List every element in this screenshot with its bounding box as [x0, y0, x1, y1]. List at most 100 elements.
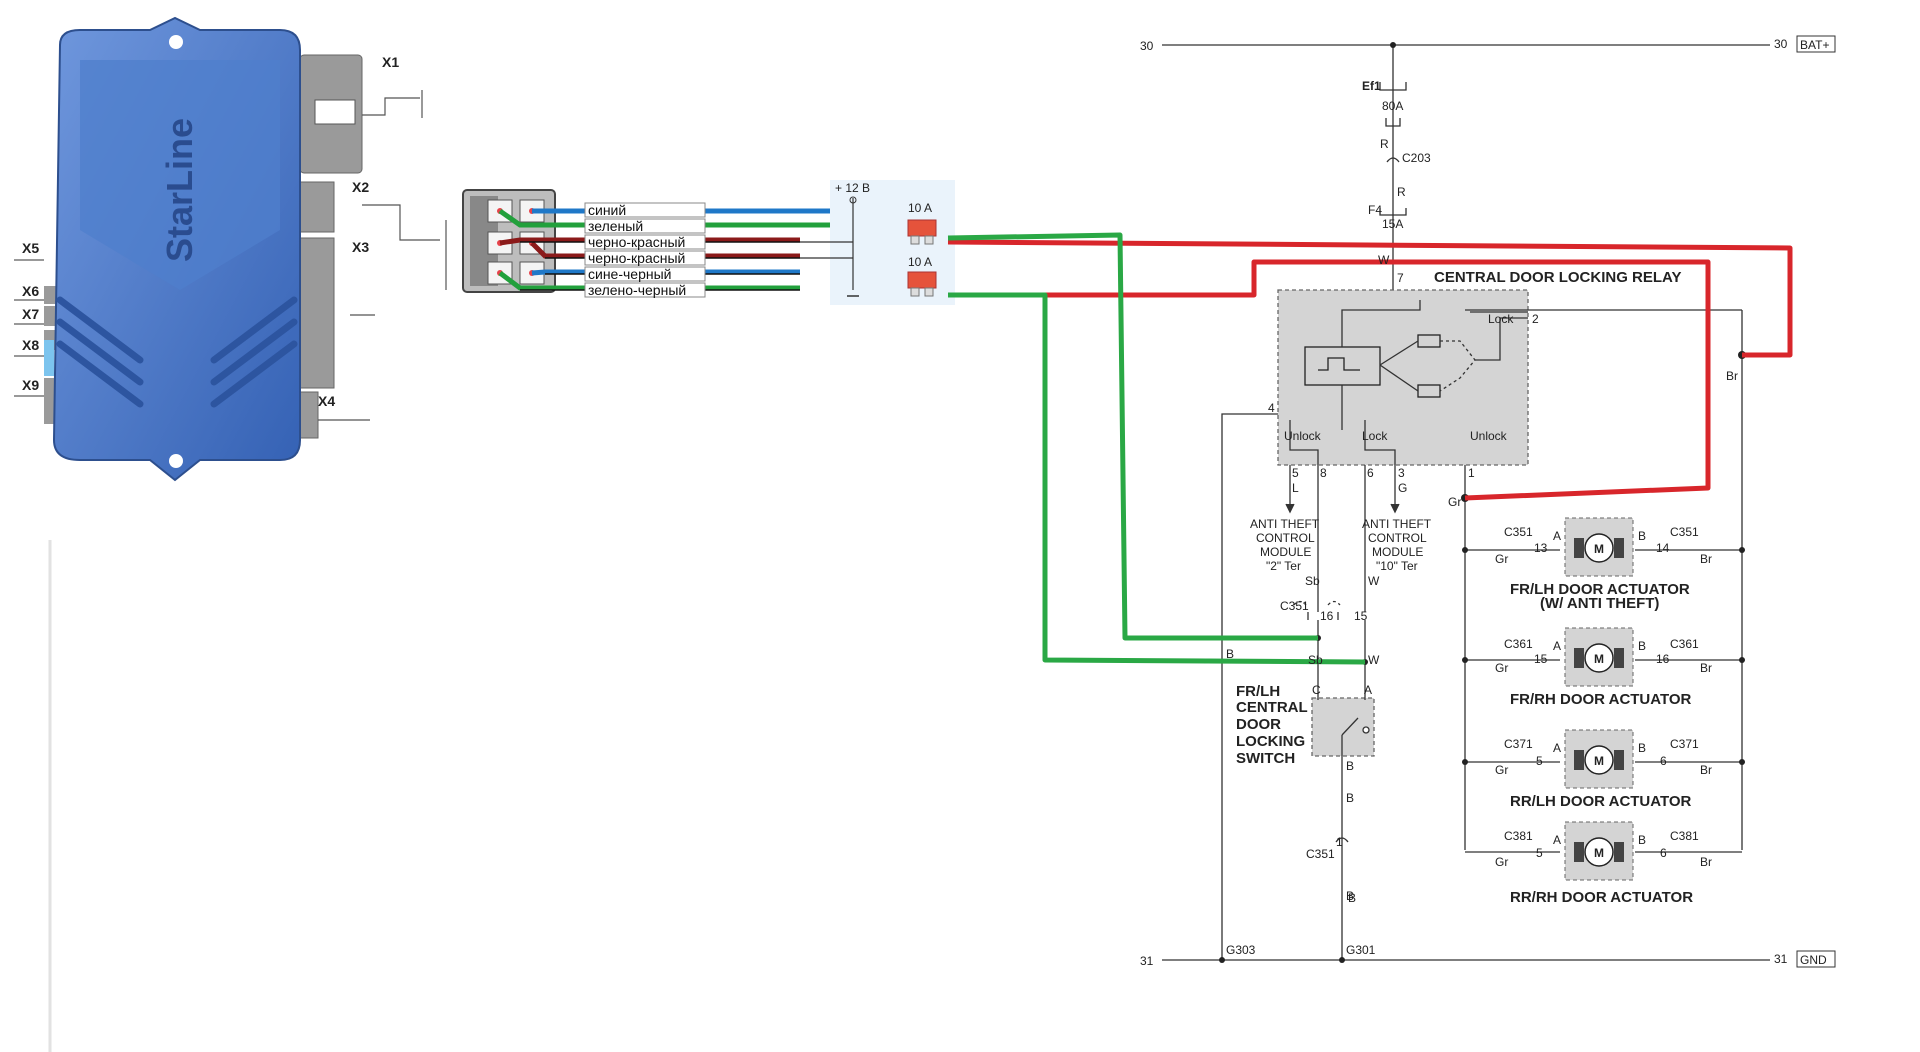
switch-line-5: SWITCH — [1236, 750, 1295, 767]
act2-gr: Gr — [1495, 661, 1508, 675]
act2-b: B — [1638, 639, 1646, 653]
ground-g301: G301 — [1346, 943, 1376, 957]
fuse-f4-name: F4 — [1368, 203, 1382, 217]
rail-bottom-left: 31 — [1140, 954, 1154, 968]
wire-black-red-1 — [499, 237, 800, 246]
switch-pin-b: B — [1346, 759, 1354, 773]
connector-x6-label: X6 — [22, 283, 39, 299]
act1-br: Br — [1700, 552, 1712, 566]
connector-x8-label: X8 — [22, 337, 39, 353]
switch-pin-a: A — [1364, 683, 1372, 697]
starline-unit: StarLine X1 X2 X3 X4 X5 X6 X7 X8 X9 — [14, 16, 447, 1052]
wire-label-6: зелено-черный — [588, 282, 686, 298]
relay-lock-mid: Lock — [1362, 429, 1388, 443]
anti-theft-left-2: CONTROL — [1256, 531, 1315, 545]
act3-a: A — [1553, 741, 1561, 755]
relay-pin-3: 3 — [1398, 466, 1405, 480]
act1-b: B — [1638, 529, 1646, 543]
switch-line-3: DOOR — [1236, 716, 1281, 733]
red-wire-lock — [947, 239, 1793, 358]
fuse-block: + 12 В 10 A 10 A — [800, 180, 955, 305]
harness-labels: синий зеленый черно-красный черно-красны… — [584, 202, 706, 298]
relay-unlock-left: Unlock — [1284, 429, 1322, 443]
act1-pin-l: 13 — [1534, 541, 1548, 555]
supply-label: + 12 В — [835, 181, 870, 195]
act2-br: Br — [1700, 661, 1712, 675]
relay-pin-1: 1 — [1468, 466, 1475, 480]
act4-conn-l: C381 — [1504, 829, 1533, 843]
actuator-1 — [1564, 517, 1634, 577]
act3-gr: Gr — [1495, 763, 1508, 777]
conn-c203: C203 — [1402, 151, 1431, 165]
act1-conn-r: C351 — [1670, 525, 1699, 539]
act4-gr: Gr — [1495, 855, 1508, 869]
junction-dots — [1219, 42, 1746, 963]
switch-pin-c: C — [1312, 683, 1321, 697]
relay-pin-left: 4 — [1268, 401, 1275, 415]
wire-label-4: черно-красный — [588, 250, 685, 266]
wire-label-5: сине-черный — [588, 266, 671, 282]
act2-a: A — [1553, 639, 1561, 653]
act4-conn-r: C381 — [1670, 829, 1699, 843]
fuse-1-icon — [907, 219, 937, 245]
actuator-4 — [1564, 821, 1634, 881]
act2-m: M — [1594, 652, 1604, 666]
relay-lock-label: Lock — [1488, 312, 1514, 326]
wire-label-1: синий — [588, 202, 626, 218]
act4-a: A — [1553, 833, 1561, 847]
green-wire-1 — [947, 232, 1318, 641]
relay-unlock-right: Unlock — [1470, 429, 1508, 443]
door-switch — [1311, 697, 1375, 757]
act2-pin-r: 16 — [1656, 652, 1670, 666]
act3-pin-r: 6 — [1660, 754, 1667, 768]
act4-title: RR/RH DOOR ACTUATOR — [1510, 889, 1693, 906]
act3-title: RR/LH DOOR ACTUATOR — [1510, 793, 1692, 810]
connector-x9-label: X9 — [22, 377, 39, 393]
act2-title: FR/RH DOOR ACTUATOR — [1510, 691, 1692, 708]
act2-conn-r: C361 — [1670, 637, 1699, 651]
act4-m: M — [1594, 846, 1604, 860]
wire-b-left: B — [1226, 647, 1234, 661]
wire-l: L — [1292, 481, 1299, 495]
anti-theft-right-3: MODULE — [1372, 545, 1423, 559]
fuse-f4-rating: 15A — [1382, 217, 1403, 231]
wire-b3: B — [1346, 889, 1354, 903]
wire-r2: R — [1397, 185, 1406, 199]
fuse-ef1-name: Ef1 — [1362, 79, 1381, 93]
relay-box — [1277, 289, 1529, 466]
act4-pin-l: 5 — [1536, 846, 1543, 860]
act3-b: B — [1638, 741, 1646, 755]
act4-b: B — [1638, 833, 1646, 847]
rail-top-right: 30 — [1774, 37, 1788, 51]
act3-br: Br — [1700, 763, 1712, 777]
connector-x4-label: X4 — [318, 393, 335, 409]
conn-c351-lower-name: C351 — [1306, 847, 1335, 861]
rail-bottom-tag: GND — [1800, 953, 1827, 967]
conn-c351-name: C351 — [1280, 599, 1309, 613]
fuse-1-label: 10 A — [908, 201, 932, 215]
wire-label-2: зеленый — [588, 218, 643, 234]
wire-r1: R — [1380, 137, 1389, 151]
wire-b2: B — [1346, 791, 1354, 805]
act2-conn-l: C361 — [1504, 637, 1533, 651]
relay-lock-pin: 2 — [1532, 312, 1539, 326]
wire-blue-black — [531, 269, 800, 276]
act3-pin-l: 5 — [1536, 754, 1543, 768]
wire-label-3: черно-красный — [588, 234, 685, 250]
act1-subtitle: (W/ ANTI THEFT) — [1540, 595, 1659, 612]
wire-w2: W — [1368, 574, 1380, 588]
red-wire-unlock — [948, 259, 1711, 501]
schematic — [1162, 44, 1770, 961]
anti-theft-right-4: "10" Ter — [1376, 559, 1418, 573]
wire-black-red-2 — [530, 241, 800, 259]
wire-b4: B — [1348, 891, 1356, 905]
anti-theft-left-3: MODULE — [1260, 545, 1311, 559]
conn-c351-pin-b: 15 — [1354, 609, 1368, 623]
rail-bottom-right: 31 — [1774, 952, 1788, 966]
wire-w3: W — [1368, 653, 1380, 667]
act1-m: M — [1594, 542, 1604, 556]
act1-a: A — [1553, 529, 1561, 543]
act3-m: M — [1594, 754, 1604, 768]
wire-sb2: Sb — [1308, 653, 1323, 667]
